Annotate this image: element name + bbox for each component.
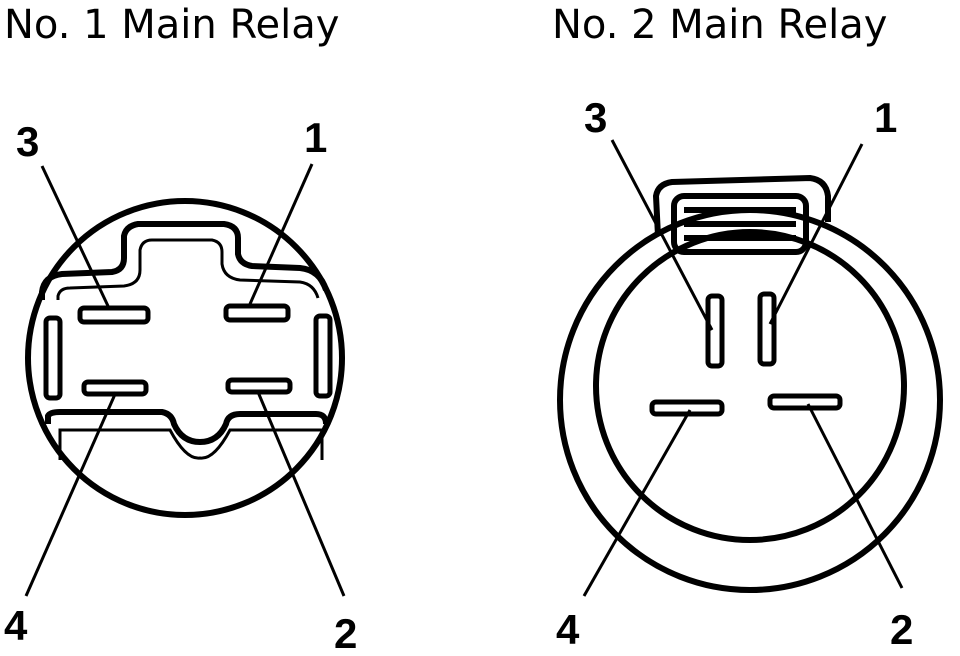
relay1-terminal-3 (77, 305, 151, 325)
relay2-pin-label-2: 2 (890, 606, 913, 653)
relay2-terminal-2 (767, 393, 843, 411)
relay1-pin-label-3: 3 (16, 118, 39, 165)
relay1-housing-outline (39, 221, 329, 300)
relay1-bottom-lip (45, 409, 329, 446)
relay2-title: No. 2 Main Relay (552, 2, 887, 48)
relay1-terminal-1 (223, 303, 291, 323)
relay1-title: No. 1 Main Relay (4, 2, 339, 48)
relay1-connector-outline (25, 198, 345, 518)
relay2-connector-inner (593, 229, 907, 543)
relay1-leader-3 (40, 165, 110, 307)
relay2-connector-outline (557, 207, 943, 593)
relay2-leader-4 (582, 409, 692, 597)
relay1-pin-label-1: 1 (304, 114, 327, 161)
relay2-pin-label-4: 4 (556, 606, 580, 653)
relay2-terminal-3 (705, 293, 725, 369)
relay2-leader-2 (806, 403, 904, 589)
relay2-pin-label-3: 3 (584, 94, 607, 141)
relay1-bottom-lip-inner (58, 428, 324, 460)
relay1-group: No. 1 Main Relay 3 1 4 2 (4, 2, 357, 656)
relay1-leader-1 (248, 163, 314, 305)
relay1-left-rib (43, 315, 63, 401)
relay2-leader-1 (768, 143, 864, 325)
relay1-leader-4 (24, 391, 118, 597)
relay2-terminal-4 (649, 399, 725, 417)
relay1-housing-inner (56, 238, 320, 300)
relay1-pin-label-2: 2 (334, 610, 357, 656)
relay2-latch-tab (652, 174, 831, 237)
relay1-right-rib (313, 313, 333, 399)
relay2-leader-3 (610, 139, 714, 331)
relay1-pin-label-4: 4 (4, 602, 28, 649)
relay2-terminal-1 (757, 291, 777, 367)
relay2-pin-label-1: 1 (874, 94, 897, 141)
relay1-terminal-2 (225, 377, 293, 395)
relay1-leader-2 (256, 391, 346, 597)
relay2-group: No. 2 Main Relay 3 1 4 2 (552, 2, 943, 653)
